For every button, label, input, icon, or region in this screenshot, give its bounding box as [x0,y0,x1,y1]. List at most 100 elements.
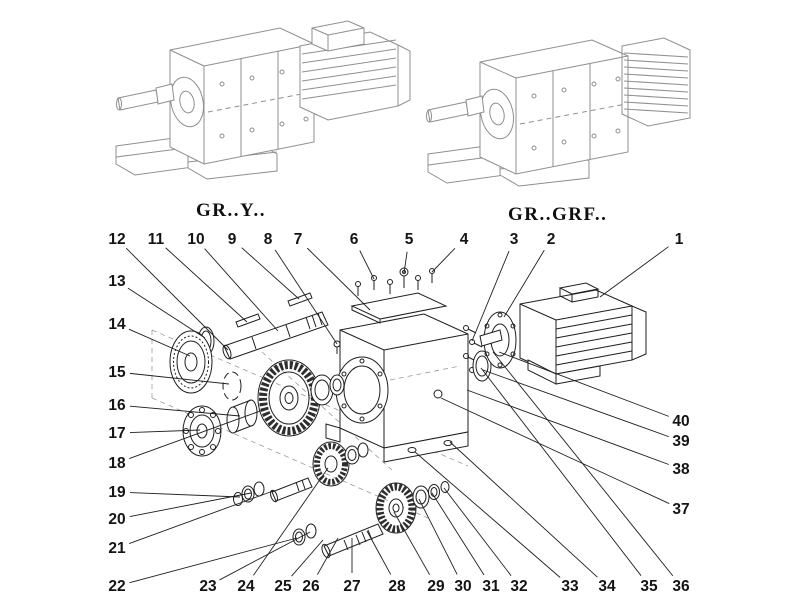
leader-line-12 [125,247,229,351]
bearing-balls [182,405,222,457]
callout-number-19: 19 [108,484,126,501]
intermediate-shaft-assembly [233,441,369,506]
gear-output [375,482,417,534]
output-shaft [323,523,384,557]
leader-line-9 [241,247,300,300]
leader-line-10 [204,248,279,332]
callout-number-4: 4 [460,231,469,248]
leader-line-13 [127,287,206,339]
variant-label-gr-grf: GR..GRF.. [508,204,608,225]
leader-line-3 [471,250,510,342]
callout-number-35: 35 [640,578,658,595]
input-shaft-assembly [169,292,345,457]
exploded-view [151,267,647,559]
leader-line-17 [129,429,201,433]
leader-line-22 [129,537,298,584]
leader-line-30 [418,498,458,575]
callout-number-16: 16 [108,397,126,414]
leader-line-28 [366,530,392,575]
gear-reducer-gr-grf-drawing [426,37,691,187]
callout-number-20: 20 [108,511,125,528]
callout-number-24: 24 [237,578,255,595]
callout-number-30: 30 [454,578,471,595]
callout-number-32: 32 [510,578,527,595]
callout-number-26: 26 [302,578,320,595]
leader-lines [125,246,674,584]
leader-line-18 [129,409,264,459]
leader-line-1 [599,246,669,298]
callout-number-27: 27 [343,578,360,595]
callout-number-3: 3 [510,231,519,248]
callout-number-1: 1 [675,231,684,248]
leader-line-19 [129,492,241,498]
callout-number-2: 2 [547,231,556,248]
callout-number-31: 31 [482,578,500,595]
housing [325,267,469,463]
callout-number-38: 38 [672,461,690,478]
leader-line-34 [449,441,598,578]
fan-cowl [631,305,647,361]
callout-number-17: 17 [108,425,125,442]
retaining-ring [222,371,242,401]
leader-line-16 [129,405,241,417]
callout-number-7: 7 [294,231,303,248]
leader-line-11 [165,247,248,323]
gear-mid [312,441,350,487]
leader-line-23 [219,531,311,581]
variant-label-gr-y: GR..Y.. [196,200,266,221]
motor-top-left [299,20,411,121]
callout-number-33: 33 [561,578,579,595]
gear-large [257,359,321,437]
leader-line-15 [129,372,230,385]
callout-number-37: 37 [672,501,689,518]
callout-number-34: 34 [598,578,616,595]
callout-number-22: 22 [108,578,125,595]
callout-number-11: 11 [148,231,165,248]
leader-line-40 [498,351,670,417]
key-right [287,292,313,307]
leader-line-26 [316,537,339,575]
top-bolts [355,267,435,296]
leader-line-14 [128,328,191,357]
callout-number-15: 15 [108,364,126,381]
gearmotor-gr-y-drawing [115,20,411,180]
callout-number-21: 21 [108,540,126,557]
sleeve [226,406,240,434]
motor-shaft [479,329,503,347]
leader-line-25 [291,539,324,577]
callout-number-12: 12 [108,231,125,248]
callout-number-29: 29 [427,578,445,595]
callout-number-14: 14 [108,316,126,333]
bearing-large [169,330,213,394]
leader-line-32 [443,487,512,576]
leader-line-8 [274,249,338,345]
callout-number-36: 36 [672,578,690,595]
callout-number-10: 10 [187,231,204,248]
leader-line-31 [431,492,485,576]
leader-line-6 [359,250,375,280]
callout-number-25: 25 [274,578,292,595]
leader-line-29 [393,511,430,575]
input-shaft [223,311,329,360]
leader-line-38 [466,389,669,465]
callout-number-9: 9 [228,231,237,248]
leader-line-35 [480,367,642,576]
leader-line-2 [503,249,545,318]
leader-line-4 [431,248,456,273]
leader-line-39 [482,369,669,438]
callout-number-5: 5 [405,231,414,248]
callout-number-40: 40 [672,413,689,430]
leader-line-33 [414,451,561,578]
callout-number-23: 23 [199,578,217,595]
callout-number-6: 6 [350,231,359,248]
leader-line-5 [403,251,408,274]
callout-number-28: 28 [388,578,406,595]
callout-number-13: 13 [108,273,126,290]
callout-number-18: 18 [108,455,126,472]
pinion-shaft [271,477,313,502]
leader-line-21 [129,490,274,544]
cover-plate [350,292,448,320]
